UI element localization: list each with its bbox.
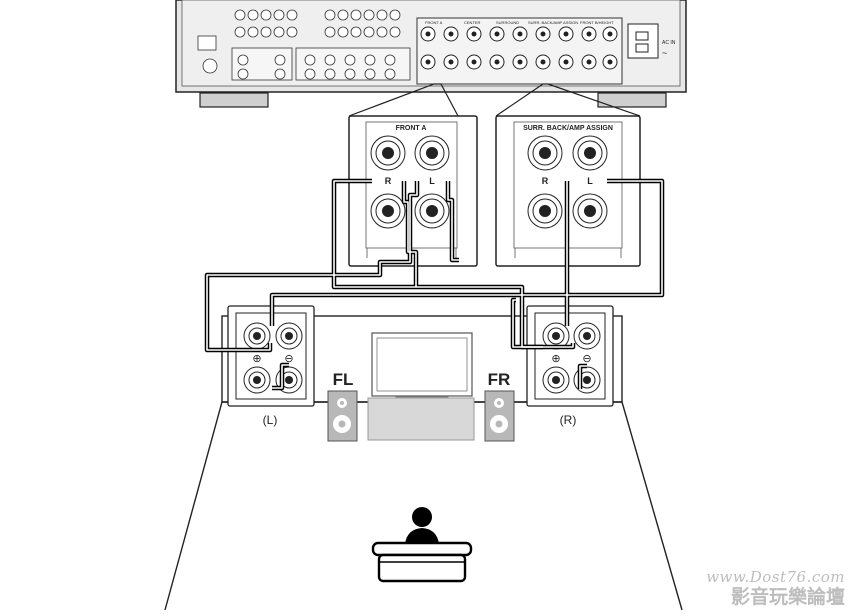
surr-back-left-label: L	[587, 176, 593, 186]
ac-symbol: ~	[662, 48, 667, 58]
speaker-fr-label: FR	[488, 370, 511, 389]
speaker-fl-label: FL	[333, 370, 354, 389]
front-a-left-label: L	[429, 176, 435, 186]
speaker-cables	[204, 178, 665, 391]
front-a-terminals	[370, 135, 450, 229]
surr-back-title: SURR. BACK/AMP ASSIGN	[523, 125, 613, 132]
listener-icon	[405, 507, 439, 544]
zone-label-surround: SURROUND	[496, 20, 519, 25]
ac-in-label: AC IN	[662, 40, 676, 46]
ac-inlet: AC IN ~	[627, 23, 676, 59]
watermark-url: www.Dost76.com	[706, 568, 845, 586]
receiver-foot-right	[597, 92, 667, 108]
zone-label-center: CENTER	[464, 20, 481, 25]
watermark: www.Dost76.com 影音玩樂論壇	[706, 568, 845, 608]
zone-label-surr-back: SURR. BACK/AMP ASSIGN	[528, 20, 578, 25]
left-plus-symbol: ⊕	[252, 353, 261, 365]
input-jacks	[197, 9, 411, 81]
tv-stand	[367, 397, 475, 441]
left-minus-symbol: ⊖	[284, 353, 293, 365]
television	[371, 332, 473, 402]
front-a-panel: FRONT A R L	[348, 115, 478, 267]
receiver-foot-left	[199, 92, 269, 108]
right-speaker-terminal-plate: ⊕ ⊖	[526, 305, 614, 407]
surr-back-terminals	[527, 135, 608, 229]
watermark-chinese: 影音玩樂論壇	[730, 586, 845, 608]
right-plus-symbol: ⊕	[551, 353, 560, 365]
surr-back-right-label: R	[542, 176, 549, 186]
front-a-right-label: R	[385, 176, 392, 186]
right-minus-symbol: ⊖	[582, 353, 591, 365]
front-left-speaker-cabinet	[327, 390, 358, 442]
zone-label-front-b: FRONT B/HEIGHT	[580, 20, 614, 25]
front-a-title: FRONT A	[396, 125, 427, 132]
callout-lines	[348, 83, 641, 117]
left-speaker-terminal-plate: ⊕ ⊖	[227, 305, 315, 407]
front-right-speaker-cabinet	[484, 390, 515, 442]
zone-label-front-a: FRONT A	[425, 20, 443, 25]
speaker-terminal-block: FRONT A CENTER SURROUND SURR. BACK/AMP A…	[416, 17, 623, 85]
receiver-rear-panel: FRONT A CENTER SURROUND SURR. BACK/AMP A…	[175, 0, 687, 108]
sofa-icon	[371, 541, 473, 583]
left-speaker-side-label: (L)	[263, 413, 278, 427]
right-speaker-side-label: (R)	[560, 413, 577, 427]
